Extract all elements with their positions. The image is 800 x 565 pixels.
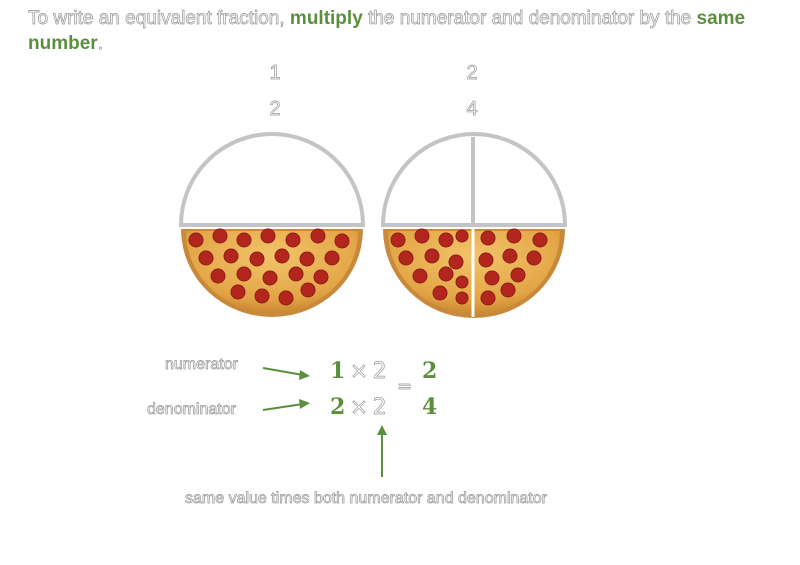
- left-fraction-denominator: 2: [269, 98, 281, 121]
- denominator-arrowhead: [299, 399, 310, 409]
- right-pizza-filled-half: [383, 228, 565, 318]
- heading-text-1: To write an equivalent fraction,: [28, 8, 290, 30]
- numerator-value: 1: [330, 358, 346, 384]
- heading-highlight-same-number: same number: [28, 8, 746, 54]
- heading-text-2: the numerator and denominator by the: [362, 8, 697, 30]
- same-value-arrowhead: [377, 425, 387, 435]
- numerator-equation: 1 × 2: [330, 358, 387, 386]
- instruction-heading: To write an equivalent fraction, multipl…: [28, 6, 768, 56]
- numerator-arrow: [262, 367, 304, 376]
- times-symbol: ×: [349, 395, 369, 421]
- denominator-arrow: [262, 403, 304, 411]
- denominator-equation: 2 × 2: [330, 394, 387, 422]
- right-fraction-denominator: 4: [466, 98, 478, 121]
- denominator-result: 4: [422, 394, 438, 420]
- heading-text-3: .: [97, 33, 103, 55]
- same-value-note: same value times both numerator and deno…: [185, 490, 548, 508]
- times-symbol: ×: [349, 359, 369, 385]
- left-pizza-filled-half: [181, 228, 363, 317]
- denominator-label: denominator: [147, 401, 237, 419]
- heading-highlight-multiply: multiply: [289, 8, 363, 29]
- denominator-value: 2: [330, 394, 346, 420]
- denominator-factor: 2: [372, 395, 387, 421]
- numerator-label: numerator: [165, 356, 239, 374]
- numerator-factor: 2: [372, 359, 387, 385]
- equals-sign: =: [397, 376, 413, 398]
- left-fraction-numerator: 1: [269, 62, 281, 85]
- right-fraction-numerator: 2: [466, 62, 478, 85]
- numerator-arrowhead: [299, 370, 310, 380]
- numerator-result: 2: [422, 358, 438, 384]
- left-pizza-empty-half: [178, 132, 366, 227]
